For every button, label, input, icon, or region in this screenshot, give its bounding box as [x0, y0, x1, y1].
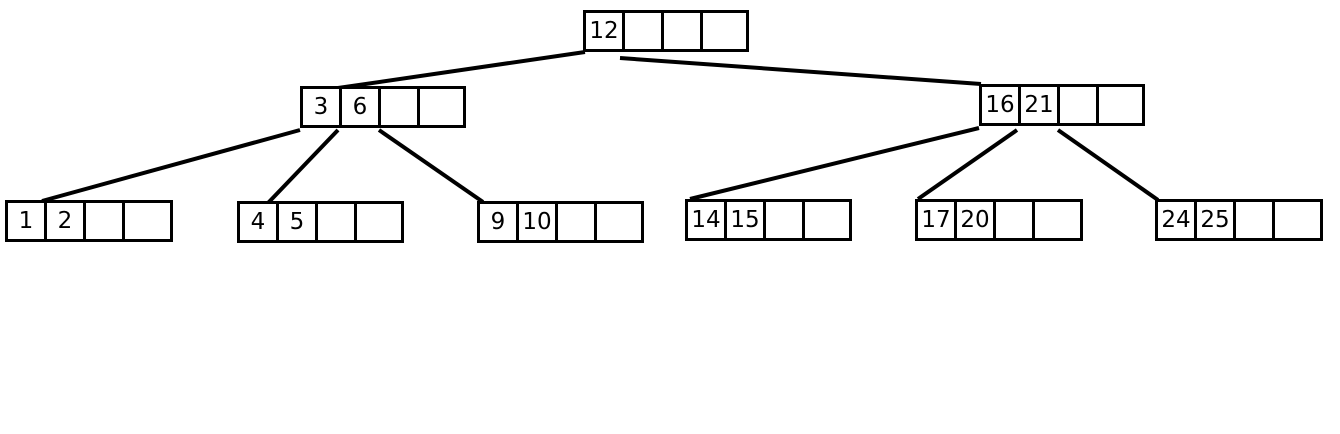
key-slot: 10	[519, 204, 558, 240]
key-slot: 16	[982, 87, 1021, 123]
key-slot: 21	[1021, 87, 1060, 123]
key-slot	[558, 204, 597, 240]
key-slot	[1099, 87, 1138, 123]
edge-l1b-leaf5	[916, 128, 1019, 201]
key-slot: 20	[957, 202, 996, 238]
key-slot: 4	[240, 204, 279, 240]
key-slot	[597, 204, 636, 240]
edge-l1b-leaf6	[1056, 128, 1160, 202]
key-slot: 2	[47, 203, 86, 239]
key-slot	[381, 89, 420, 125]
key-slot: 6	[342, 89, 381, 125]
node-level1-left: 3 6	[300, 86, 466, 128]
key-slot: 14	[688, 202, 727, 238]
node-level1-right: 16 21	[979, 84, 1145, 126]
key-slot: 25	[1197, 202, 1236, 238]
key-slot	[1236, 202, 1275, 238]
key-slot	[625, 13, 664, 49]
key-slot: 3	[303, 89, 342, 125]
key-slot	[996, 202, 1035, 238]
key-slot	[703, 13, 742, 49]
key-slot: 1	[8, 203, 47, 239]
edge-root-l1a	[337, 50, 586, 90]
node-leaf-2: 4 5	[237, 201, 404, 243]
key-slot	[766, 202, 805, 238]
key-slot: 24	[1158, 202, 1197, 238]
key-slot	[318, 204, 357, 240]
edge-root-l1b	[619, 56, 982, 86]
key-slot	[1060, 87, 1099, 123]
key-slot: 15	[727, 202, 766, 238]
node-root: 12	[583, 10, 749, 52]
node-leaf-3: 9 10	[477, 201, 644, 243]
edge-l1a-leaf1	[41, 128, 301, 203]
node-leaf-6: 24 25	[1155, 199, 1323, 241]
key-slot: 12	[586, 13, 625, 49]
key-slot	[1035, 202, 1074, 238]
node-leaf-1: 1 2	[5, 200, 173, 242]
key-slot: 17	[918, 202, 957, 238]
key-slot	[420, 89, 459, 125]
key-slot	[86, 203, 125, 239]
key-slot	[1275, 202, 1314, 238]
key-slot	[125, 203, 164, 239]
edge-l1b-leaf4	[689, 126, 980, 201]
edge-l1a-leaf2	[266, 128, 340, 205]
key-slot: 5	[279, 204, 318, 240]
edge-l1a-leaf3	[377, 128, 485, 204]
key-slot: 9	[480, 204, 519, 240]
key-slot	[805, 202, 844, 238]
node-leaf-5: 17 20	[915, 199, 1083, 241]
key-slot	[357, 204, 396, 240]
key-slot	[664, 13, 703, 49]
node-leaf-4: 14 15	[685, 199, 852, 241]
